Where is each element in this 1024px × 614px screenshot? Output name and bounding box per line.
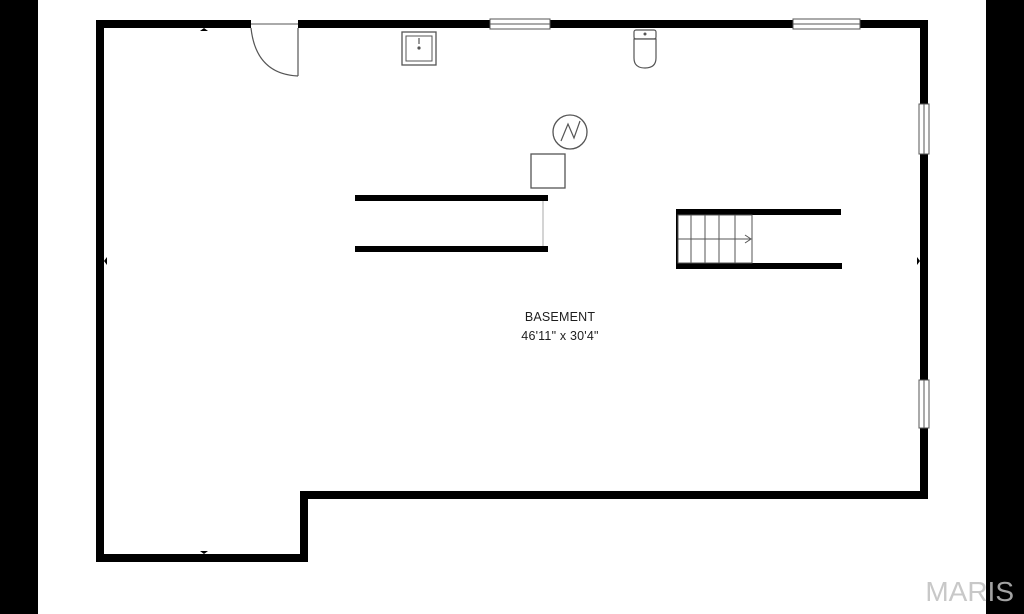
furnace-icon <box>530 153 566 189</box>
plan-background <box>38 0 986 614</box>
partition-walls-left <box>355 195 548 252</box>
room-name-label: BASEMENT <box>524 310 596 324</box>
wall-right <box>920 20 928 499</box>
window-top-1 <box>489 18 551 30</box>
window-right-2 <box>918 379 930 429</box>
dimension-markers <box>104 28 920 554</box>
sink-icon <box>401 31 437 66</box>
watermark-logo: MARIS <box>925 576 1014 607</box>
window-top-2 <box>792 18 861 30</box>
wall-bottom-right <box>300 491 928 499</box>
door-swing-icon <box>250 20 299 77</box>
window-right-1 <box>918 103 930 155</box>
water-heater-icon <box>552 114 588 150</box>
wall-left <box>96 20 104 562</box>
wall-step <box>300 491 308 562</box>
stairs-icon <box>676 209 842 269</box>
wall-bottom-left <box>96 554 308 562</box>
toilet-icon <box>633 29 657 69</box>
room-dimensions-label: 46'11" x 30'4" <box>521 329 599 343</box>
